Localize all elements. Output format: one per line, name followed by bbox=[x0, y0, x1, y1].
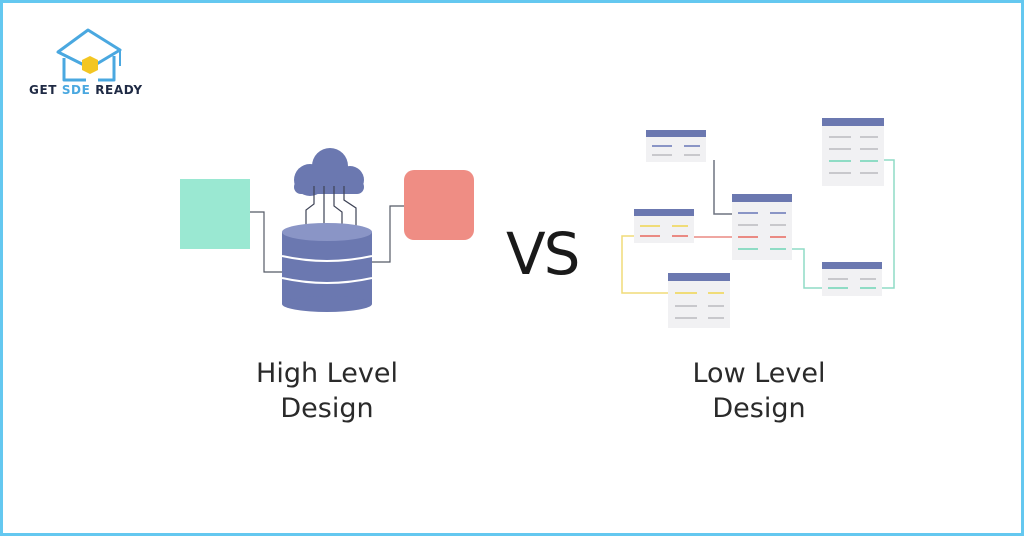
vs-label: VS bbox=[506, 220, 580, 288]
high-level-design-illustration bbox=[180, 148, 474, 312]
table-c bbox=[634, 209, 694, 243]
client-box bbox=[180, 179, 250, 249]
table-e bbox=[668, 273, 730, 328]
low-level-design-illustration bbox=[621, 118, 895, 328]
database-icon bbox=[281, 223, 373, 312]
logo-text: GET SDE READY bbox=[29, 83, 143, 97]
service-box bbox=[404, 170, 474, 240]
cloud-icon bbox=[294, 148, 364, 196]
table-d bbox=[732, 194, 792, 260]
table-a bbox=[646, 130, 706, 162]
table-b bbox=[822, 118, 884, 186]
table-f bbox=[822, 262, 882, 296]
low-level-design-caption: Low Level Design bbox=[692, 358, 826, 424]
high-level-design-caption: High Level Design bbox=[256, 358, 398, 424]
logo-icon bbox=[56, 28, 122, 82]
